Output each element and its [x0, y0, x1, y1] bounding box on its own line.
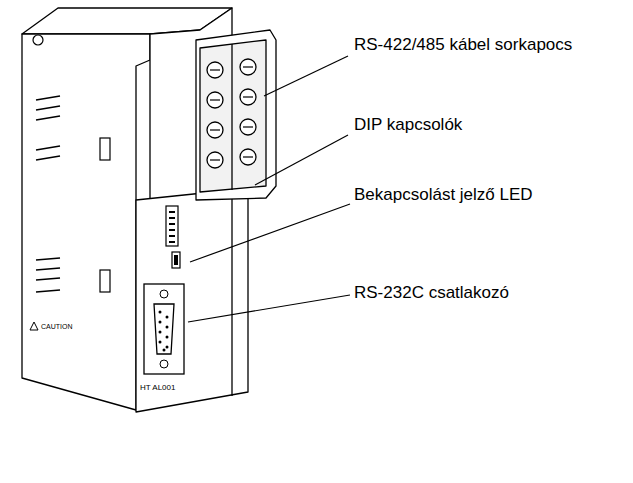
- callout-label: Bekapcsolást jelző LED: [354, 186, 533, 205]
- module-side: [22, 34, 150, 410]
- connector-screw: [160, 290, 168, 298]
- callout-label: RS-232C csatlakozó: [354, 284, 509, 303]
- power-led: [172, 252, 180, 268]
- connector-screw: [160, 360, 168, 368]
- terminal-screws: [207, 59, 256, 168]
- side-slots: [100, 138, 110, 292]
- leader-line: [190, 204, 350, 262]
- callout-label: RS-422/485 kábel sorkapocs: [354, 36, 572, 55]
- terminal-block: [196, 30, 276, 200]
- warning-symbol: [30, 322, 38, 330]
- db9-pins: [159, 311, 169, 352]
- db9-shell: [154, 304, 174, 354]
- module-front: [136, 190, 248, 412]
- leader-line: [188, 295, 350, 322]
- front-edge: [231, 190, 232, 396]
- dip-levers: [169, 212, 175, 242]
- power-led-lens: [174, 255, 178, 265]
- leader-lines: [188, 56, 350, 322]
- dip-switch: [166, 206, 178, 246]
- caution-text: CAUTION: [41, 323, 73, 331]
- rs232c-plate: [144, 284, 184, 374]
- terminal-block-face: [200, 40, 266, 192]
- terminal-divider: [231, 44, 232, 190]
- callout-label: DIP kapcsolók: [354, 116, 462, 135]
- screw-slots: [210, 67, 253, 160]
- side-vents: [36, 96, 60, 292]
- leader-line: [255, 135, 348, 185]
- leader-line: [264, 56, 348, 96]
- model-number: HT AL001: [140, 384, 175, 393]
- mounting-screw: [33, 35, 43, 45]
